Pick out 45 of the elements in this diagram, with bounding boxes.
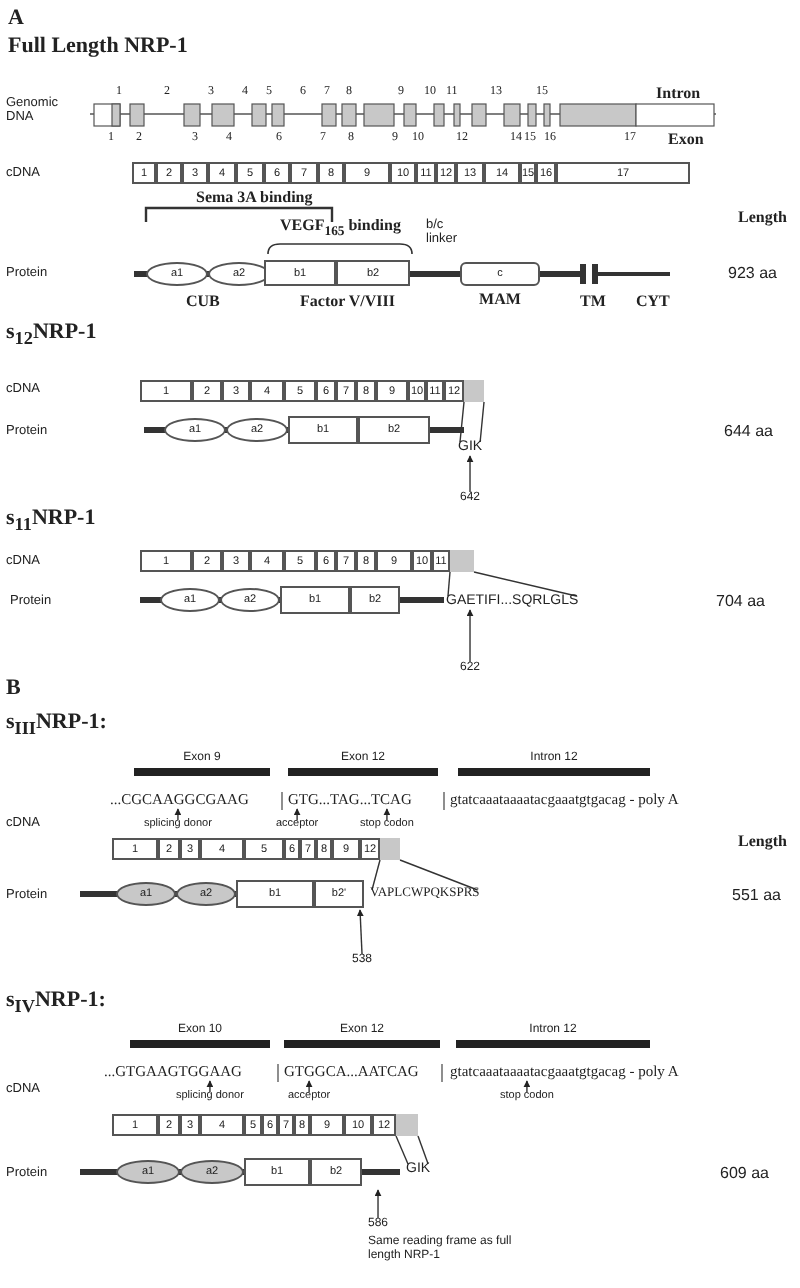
section-title: s$_{11}$NRP-1 — [6, 506, 96, 535]
arrow — [206, 1080, 214, 1093]
domain-name: TM — [580, 294, 606, 312]
connector-line — [395, 1135, 409, 1165]
exon-label: Exon — [668, 132, 704, 150]
arrow — [293, 808, 301, 821]
binding-label: VEGF$_{165}$ binding — [280, 218, 401, 240]
intron-label: Intron — [656, 86, 701, 104]
panel-letter: B — [6, 676, 21, 701]
connector-line — [473, 571, 577, 597]
domain-name: Factor V/VIII — [300, 294, 395, 312]
connector-line — [447, 571, 451, 597]
length-value: 923 aa — [728, 266, 777, 284]
connector-line — [417, 1135, 429, 1165]
length-value: 609 aa — [720, 1166, 769, 1184]
length-value: 551 aa — [732, 888, 781, 906]
arrow — [374, 1189, 382, 1219]
connector-line — [479, 401, 485, 443]
section-title: s$_{III}$NRP-1: — [6, 710, 107, 739]
shaded-box — [464, 380, 484, 402]
section-title: Full Length NRP-1 — [8, 34, 188, 59]
arrow — [305, 1080, 313, 1093]
domain-name: CYT — [636, 294, 670, 312]
length-header: Length — [738, 834, 787, 852]
length-value: 704 aa — [716, 594, 765, 612]
panel-letter: A — [8, 6, 24, 31]
length-value: 644 aa — [724, 424, 773, 442]
arrow — [466, 609, 474, 663]
arrow — [356, 909, 364, 955]
arrow — [383, 808, 391, 821]
binding-label: Sema 3A binding — [196, 190, 313, 208]
section-title: s$_{12}$NRP-1 — [6, 320, 97, 349]
shaded-box — [396, 1114, 418, 1136]
section-title: s$_{IV}$NRP-1: — [6, 988, 106, 1017]
connector-line — [459, 401, 465, 443]
connector-line — [371, 859, 381, 891]
arrow — [523, 1080, 531, 1093]
domain-name: CUB — [186, 294, 220, 312]
shaded-box — [380, 838, 400, 860]
shaded-box — [450, 550, 474, 572]
arrow — [466, 455, 474, 493]
connector-line — [399, 859, 479, 891]
arrow — [174, 808, 182, 821]
length-header: Length — [738, 210, 787, 228]
domain-name: MAM — [477, 292, 523, 310]
